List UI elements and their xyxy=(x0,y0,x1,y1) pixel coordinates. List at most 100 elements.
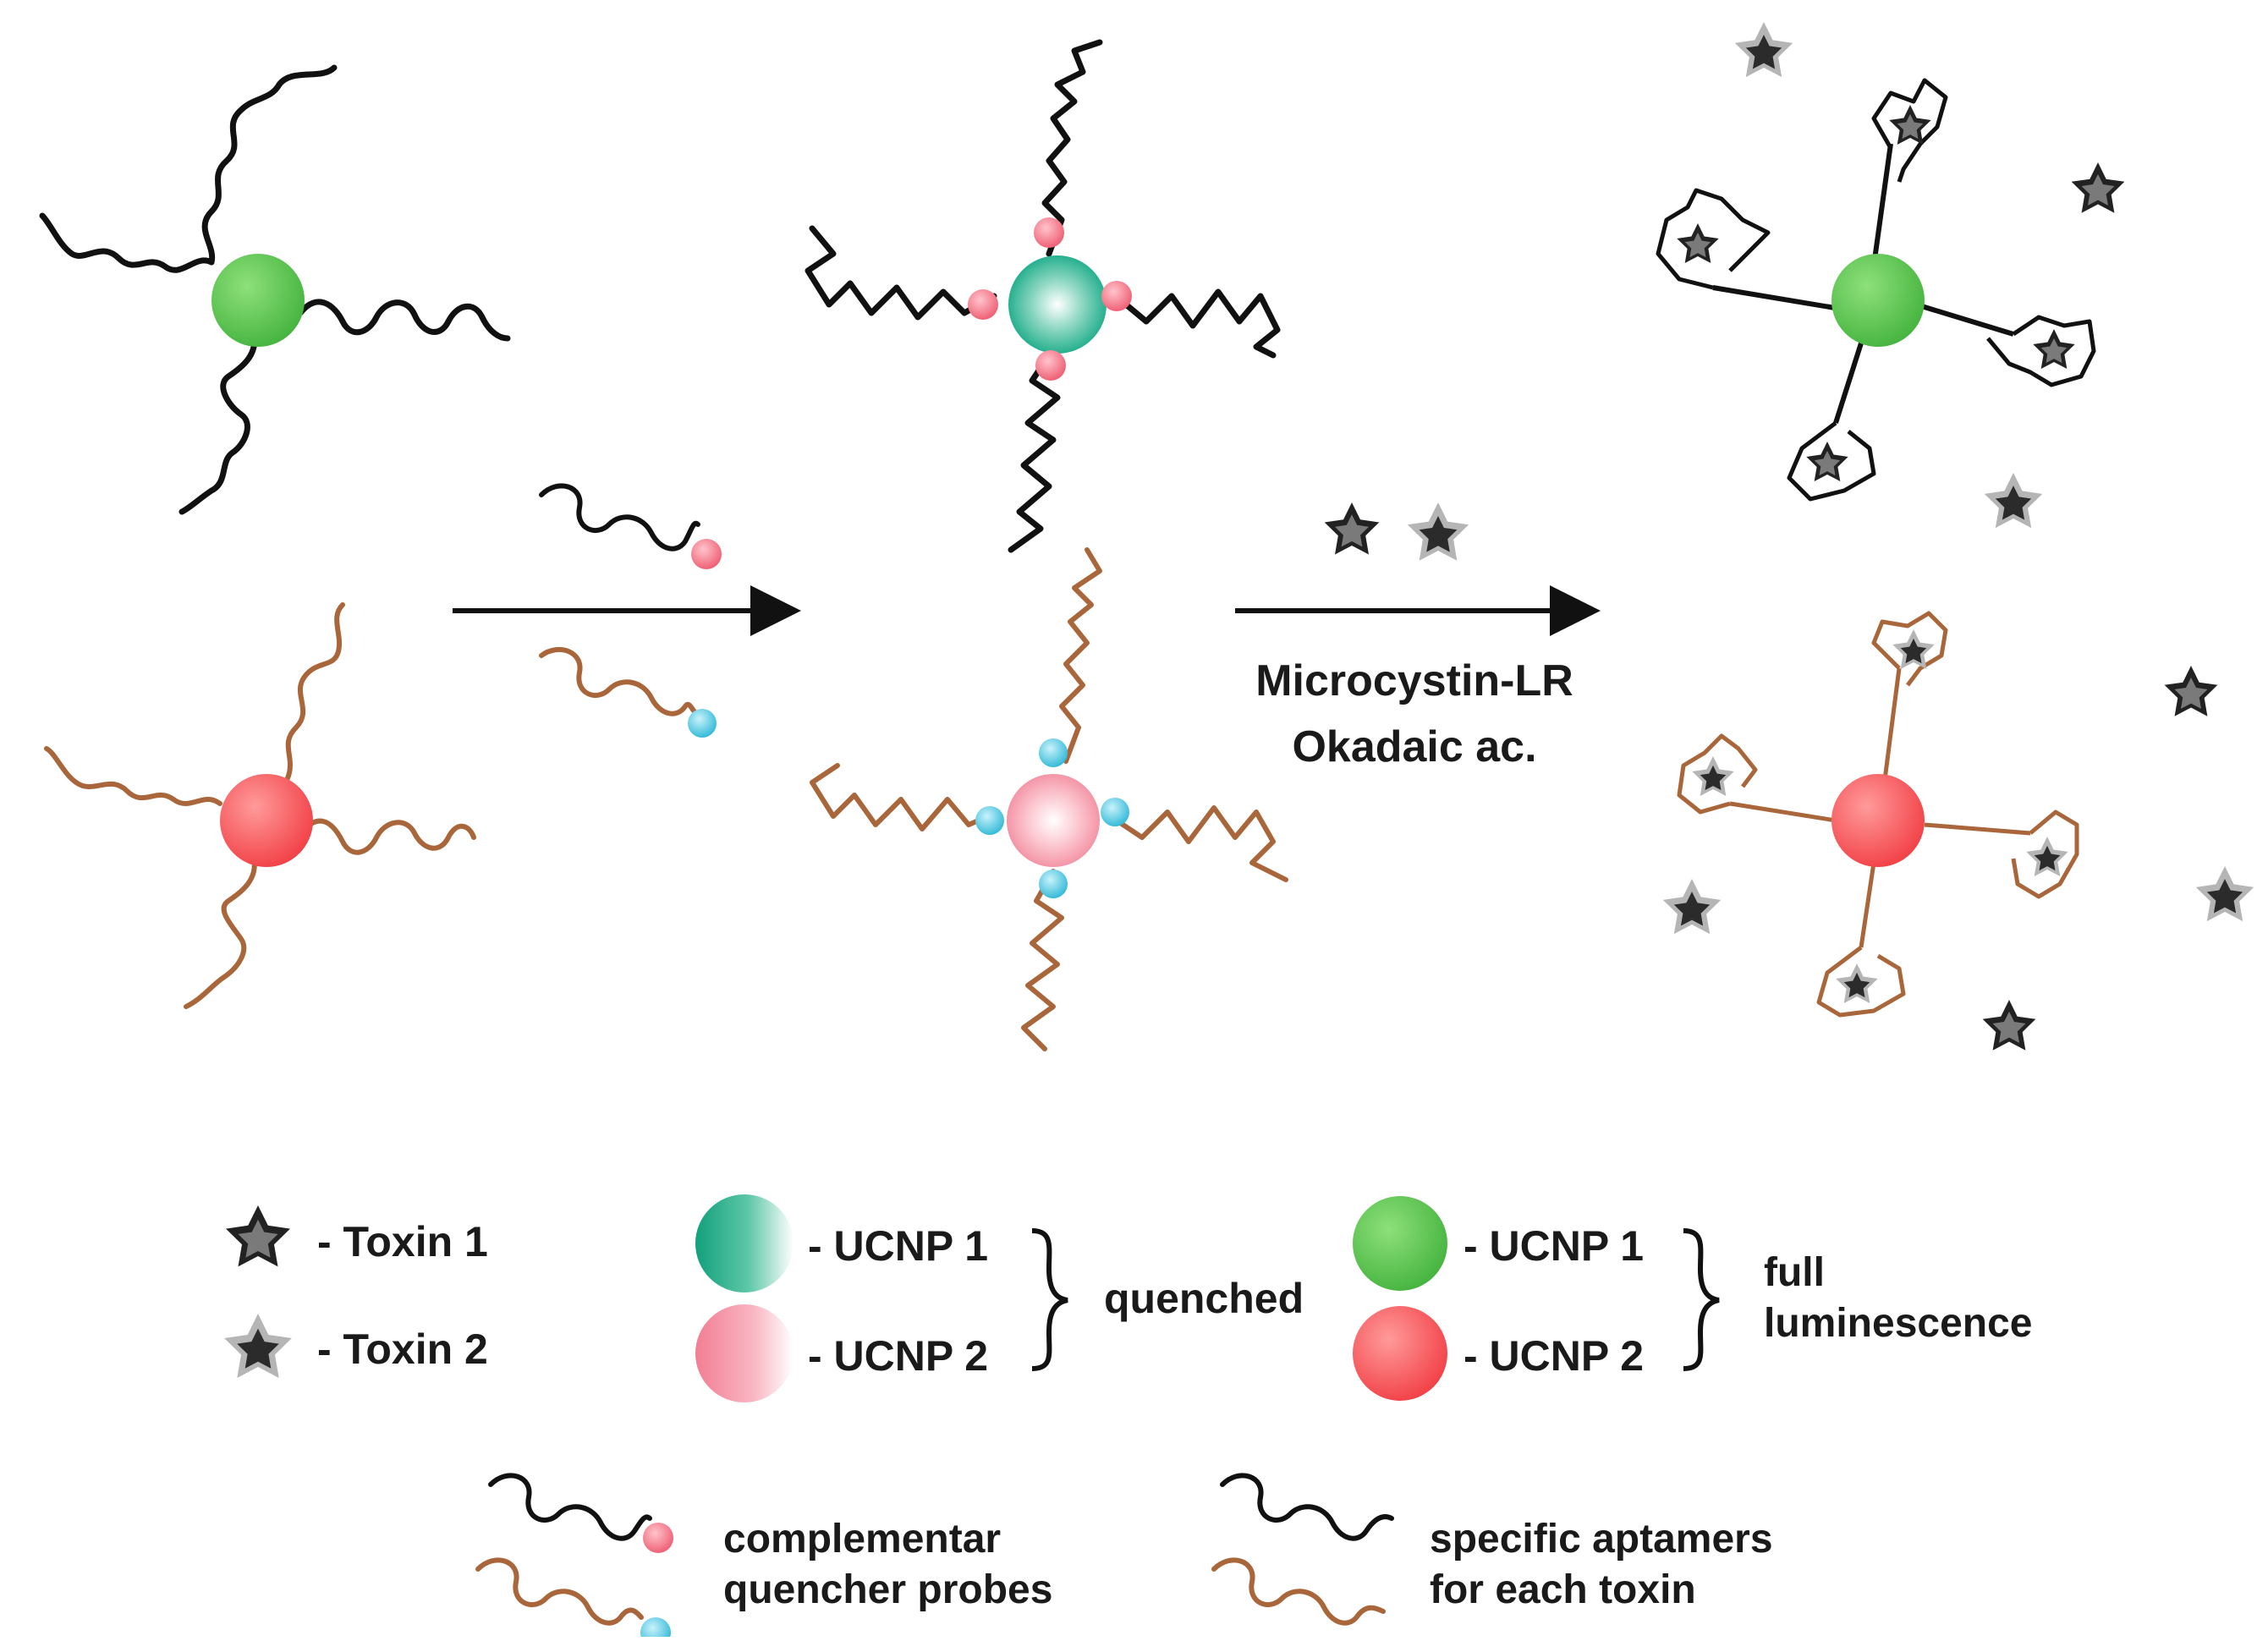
toxin1-star-fill xyxy=(1897,113,1924,140)
toxin2-star-fill xyxy=(1900,638,1927,664)
ucnp2-luminescent-particle xyxy=(1831,774,1925,867)
toxin1-star-fill xyxy=(1814,450,1841,476)
aptamer-loop xyxy=(1816,946,1906,1018)
aptamer-stem xyxy=(1915,302,2014,337)
legend-toxin2-icon xyxy=(224,1314,292,1378)
toxin1-star-bound xyxy=(1806,442,1848,481)
aptamer-strand xyxy=(184,856,257,1009)
toxin2-star-fill xyxy=(1995,486,2032,520)
legend-lum-ucnp1-label: - UCNP 1 xyxy=(1463,1222,1644,1270)
legend-ucnp2-quenched xyxy=(695,1304,794,1402)
hybrid-strand xyxy=(1059,547,1102,764)
toxin2-star-fill xyxy=(1745,35,1782,69)
toxin-label-line2: Okadaic ac. xyxy=(1292,722,1536,771)
legend-probes-line2: quencher probes xyxy=(723,1567,1052,1612)
aptamer-loop xyxy=(1656,188,1771,290)
toxin2-star-fill xyxy=(2034,845,2061,871)
hybrid-strand xyxy=(1114,805,1288,882)
aptamer-strand xyxy=(285,602,345,781)
toxin2-star-bound xyxy=(1692,756,1734,796)
hybrid-strand xyxy=(1021,869,1064,1051)
toxin2-star-bound xyxy=(1836,963,1878,1003)
aptamer-loop xyxy=(2011,810,2079,899)
legend-aptamer1-strand xyxy=(1220,1473,1394,1541)
toxin1-star xyxy=(1324,502,1380,555)
aptamer-stem xyxy=(1859,862,1876,948)
stage1-ucnp2-assembly xyxy=(44,602,476,1009)
aptamer-loop xyxy=(1871,78,1948,183)
toxin1-star-fill xyxy=(1684,232,1711,258)
legend: - Toxin 1 - Toxin 2 - UCNP 1 - UCNP 2 qu… xyxy=(224,1194,2032,1641)
legend-toxin1-icon xyxy=(226,1205,290,1267)
aptamer-loop xyxy=(1677,733,1758,815)
aptamer-stem xyxy=(1712,285,1841,311)
legend-quenched-ucnp1-label: - UCNP 1 xyxy=(808,1222,988,1270)
aptamer-strand xyxy=(44,746,222,806)
stage1-ucnp1-assembly xyxy=(39,64,511,515)
aptamer-strand xyxy=(297,299,511,342)
aptamer-strand xyxy=(302,818,476,855)
toxin1-star-fill xyxy=(2174,677,2208,709)
ucnp1-quenched-particle xyxy=(1008,255,1107,354)
legend-quenched-ucnp2-label: - UCNP 2 xyxy=(808,1332,988,1380)
toxin1-star-fill xyxy=(238,1219,278,1258)
toxin2-star-fill xyxy=(2206,879,2243,914)
legend-brace-luminescence xyxy=(1683,1228,1720,1371)
toxin2-star-free xyxy=(1734,22,1793,78)
legend-lum-label-line1: full xyxy=(1764,1250,1825,1295)
toxin2-star-free xyxy=(2195,866,2254,922)
toxin1-star-bound xyxy=(2033,329,2075,369)
aptamer-loop xyxy=(1787,421,1876,502)
legend-lum-ucnp2-label: - UCNP 2 xyxy=(1463,1332,1644,1380)
toxin1-star-bound xyxy=(1677,223,1719,263)
legend-ucnp1-quenched xyxy=(695,1194,794,1292)
toxin2-star-free xyxy=(1984,473,2043,529)
legend-lum-label-line2: luminescence xyxy=(1764,1301,2032,1346)
hybrid-strand xyxy=(1008,352,1061,553)
aptamer-strand xyxy=(39,212,215,273)
quencher-probe-1-strand xyxy=(539,483,700,552)
quencher-dot xyxy=(1035,350,1066,381)
quencher-probe-2-strand xyxy=(539,646,698,716)
quencher-probe-1-dot xyxy=(691,539,722,569)
aptamer-loop xyxy=(1986,315,2096,387)
legend-brace-quenched xyxy=(1031,1228,1068,1371)
toxin2-star-fill xyxy=(1419,516,1458,552)
aptamer-stem xyxy=(1924,822,2031,836)
legend-probe1-strand xyxy=(488,1473,652,1541)
aptamer-stem xyxy=(1729,801,1837,823)
stage3-ucnp1-assembly xyxy=(1656,78,2096,502)
toxin1-star-free xyxy=(2071,162,2125,213)
legend-aptamers-line1: specific aptamers xyxy=(1430,1517,1773,1561)
toxin2-star-fill xyxy=(1843,972,1870,998)
legend-probe2-dot xyxy=(640,1617,671,1641)
toxin1-star-fill xyxy=(2040,338,2068,364)
stage2-ucnp1-assembly xyxy=(805,39,1281,553)
hybrid-strand xyxy=(810,763,1001,831)
quencher-probe-2-dot xyxy=(688,709,717,738)
toxin2-star xyxy=(1407,502,1469,561)
quencher-dot xyxy=(1034,217,1064,248)
toxin1-star-free xyxy=(1982,1000,2036,1051)
legend-probe2-strand xyxy=(475,1557,644,1626)
hybrid-strand xyxy=(1041,39,1103,257)
aptamer-strand xyxy=(201,64,338,266)
aptamer-stem xyxy=(1833,329,1868,424)
aptamer-strand xyxy=(178,331,258,515)
legend-toxin2-label: - Toxin 2 xyxy=(317,1325,488,1373)
toxin2-star-fill xyxy=(1700,765,1727,791)
free-toxins xyxy=(1662,22,2254,1051)
toxin2-star-fill xyxy=(1673,892,1711,926)
ucnp2-particle xyxy=(220,774,313,867)
toxin2-star-bound xyxy=(2026,837,2068,876)
toxin2-star-free xyxy=(1662,879,1722,935)
quencher-dot xyxy=(1101,281,1132,311)
quencher-dot xyxy=(1101,798,1129,826)
toxin1-star-fill xyxy=(2081,173,2115,206)
toxin1-star-free xyxy=(2164,666,2218,716)
toxin1-star-fill xyxy=(1992,1011,2026,1043)
legend-quenched-label: quenched xyxy=(1104,1275,1304,1322)
toxin2-star-bound xyxy=(1892,629,1935,669)
